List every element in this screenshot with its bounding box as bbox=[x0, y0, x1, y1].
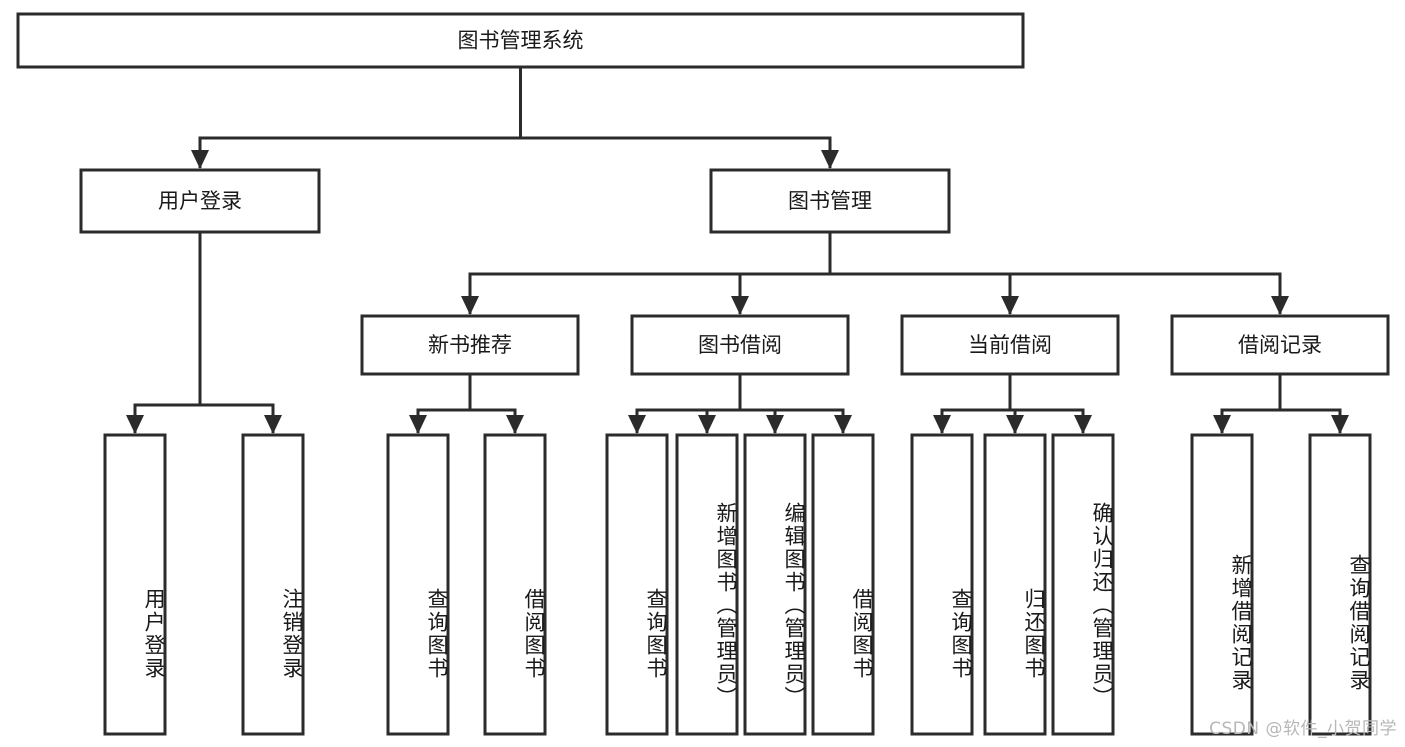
connector-branch bbox=[738, 272, 830, 314]
node-book-borrow[interactable]: 图书借阅 bbox=[630, 314, 850, 376]
connector-branch bbox=[520, 136, 832, 168]
node-root[interactable]: 图书管理系统 bbox=[16, 12, 1025, 69]
node-leaf-logout-box[interactable] bbox=[241, 433, 305, 736]
node-leaf-query-book-2[interactable] bbox=[605, 433, 669, 736]
arrow-head-icon bbox=[191, 150, 209, 169]
arrow-head-icon bbox=[126, 415, 144, 434]
node-leaf-confirm-return[interactable] bbox=[1051, 433, 1115, 736]
connector-branch bbox=[468, 272, 830, 314]
node-user-login-label: 用户登录 bbox=[158, 189, 242, 213]
node-book-borrow-label: 图书借阅 bbox=[698, 333, 782, 357]
node-book-borrow-box[interactable] bbox=[630, 314, 850, 376]
connector-branch bbox=[470, 408, 517, 433]
node-leaf-return-book[interactable] bbox=[983, 433, 1047, 736]
node-borrow-record-box[interactable] bbox=[1170, 314, 1390, 376]
connector-branch bbox=[1280, 408, 1342, 433]
node-book-manage[interactable]: 图书管理 bbox=[709, 168, 951, 234]
arrow-head-icon bbox=[461, 296, 479, 315]
arrow-head-icon bbox=[1213, 415, 1231, 434]
watermark-text: CSDN @软件_小贺同学 bbox=[1209, 719, 1397, 739]
node-leaf-edit-book-box[interactable] bbox=[743, 433, 807, 736]
node-leaf-query-book-1-box[interactable] bbox=[386, 433, 450, 736]
node-leaf-query-record[interactable] bbox=[1308, 433, 1372, 736]
connector-branch bbox=[200, 403, 275, 433]
arrow-head-icon bbox=[1331, 415, 1349, 434]
node-leaf-user-login-box[interactable] bbox=[103, 433, 167, 736]
node-leaf-user-login[interactable] bbox=[103, 433, 167, 736]
connector-branch bbox=[1010, 408, 1085, 433]
connector-layer bbox=[126, 67, 1349, 434]
connector-branch bbox=[940, 408, 1010, 433]
connector-branch bbox=[198, 136, 521, 168]
node-borrow-record-label: 借阅记录 bbox=[1238, 333, 1322, 357]
arrow-head-icon bbox=[1074, 415, 1092, 434]
node-leaf-return-book-box[interactable] bbox=[983, 433, 1047, 736]
node-leaf-query-book-2-box[interactable] bbox=[605, 433, 669, 736]
arrow-head-icon bbox=[628, 415, 646, 434]
connector-branch bbox=[1220, 408, 1280, 433]
node-leaf-add-book[interactable] bbox=[675, 433, 739, 736]
node-leaf-add-book-box[interactable] bbox=[675, 433, 739, 736]
arrow-head-icon bbox=[264, 415, 282, 434]
arrow-head-icon bbox=[1271, 296, 1289, 315]
arrow-head-icon bbox=[1006, 415, 1024, 434]
node-book-manage-box[interactable] bbox=[709, 168, 951, 234]
node-leaf-query-record-box[interactable] bbox=[1308, 433, 1372, 736]
arrow-head-icon bbox=[698, 415, 716, 434]
connector-branch bbox=[416, 408, 470, 433]
node-new-book-recommend-box[interactable] bbox=[360, 314, 580, 376]
arrow-head-icon bbox=[1001, 296, 1019, 315]
node-leaf-borrow-book-2[interactable] bbox=[811, 433, 875, 736]
connector-branch bbox=[830, 272, 1282, 314]
node-current-borrow-box[interactable] bbox=[900, 314, 1120, 376]
node-leaf-borrow-book-1-box[interactable] bbox=[483, 433, 547, 736]
node-leaf-query-book-1[interactable] bbox=[386, 433, 450, 736]
node-leaf-query-book-3-box[interactable] bbox=[910, 433, 974, 736]
node-new-book-recommend[interactable]: 新书推荐 bbox=[360, 314, 580, 376]
node-leaf-confirm-return-box[interactable] bbox=[1051, 433, 1115, 736]
node-current-borrow-label: 当前借阅 bbox=[968, 333, 1052, 357]
connector-branch bbox=[635, 408, 740, 433]
node-root-box[interactable] bbox=[16, 12, 1025, 69]
arrow-head-icon bbox=[834, 415, 852, 434]
node-user-login-box[interactable] bbox=[79, 168, 321, 234]
connector-branch bbox=[740, 408, 845, 433]
node-user-login[interactable]: 用户登录 bbox=[79, 168, 321, 234]
node-current-borrow[interactable]: 当前借阅 bbox=[900, 314, 1120, 376]
connector-branch bbox=[830, 272, 1012, 314]
node-book-manage-label: 图书管理 bbox=[788, 189, 872, 213]
node-leaf-logout[interactable] bbox=[241, 433, 305, 736]
node-leaf-edit-book[interactable] bbox=[743, 433, 807, 736]
arrow-head-icon bbox=[766, 415, 784, 434]
arrow-head-icon bbox=[506, 415, 524, 434]
arrow-head-icon bbox=[731, 296, 749, 315]
connector-branch bbox=[133, 403, 200, 433]
node-leaf-borrow-book-2-box[interactable] bbox=[811, 433, 875, 736]
arrow-head-icon bbox=[933, 415, 951, 434]
node-borrow-record[interactable]: 借阅记录 bbox=[1170, 314, 1390, 376]
node-new-book-recommend-label: 新书推荐 bbox=[428, 333, 512, 357]
node-leaf-borrow-book-1[interactable] bbox=[483, 433, 547, 736]
node-leaf-add-record-box[interactable] bbox=[1190, 433, 1254, 736]
arrow-head-icon bbox=[821, 150, 839, 169]
node-leaf-query-book-3[interactable] bbox=[910, 433, 974, 736]
node-root-label: 图书管理系统 bbox=[458, 29, 584, 53]
node-leaf-add-record[interactable] bbox=[1190, 433, 1254, 736]
arrow-head-icon bbox=[409, 415, 427, 434]
